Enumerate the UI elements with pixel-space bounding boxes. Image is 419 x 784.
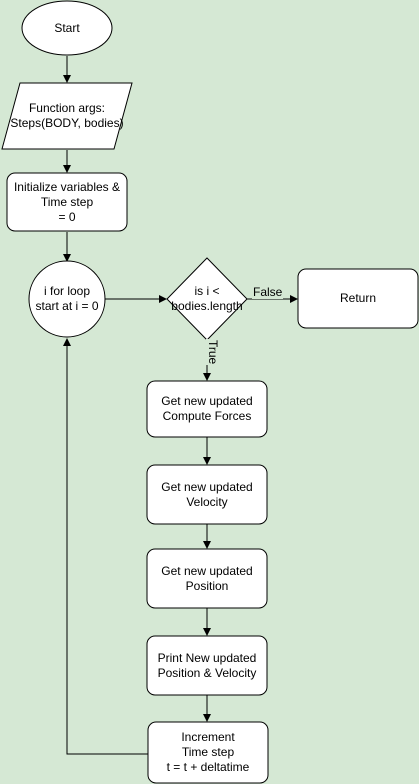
return-node-label: Return <box>339 291 377 305</box>
position-node-label: Get new updated Position <box>161 563 253 593</box>
function-args-node-shape <box>1 82 133 150</box>
loop-node-label: i for loop start at i = 0 <box>35 284 99 313</box>
loop-node-shape <box>28 260 106 338</box>
print-node-shape <box>146 635 268 696</box>
increment-node-label: Increment Time step t = t + deltatime <box>166 730 250 774</box>
return-node-shape <box>297 268 419 329</box>
true-edge-label: True <box>206 339 220 366</box>
forces-node-shape <box>146 380 268 438</box>
print-node-label: Print New updated Position & Velocity <box>157 650 257 680</box>
function-args-node-label: Function args: Steps(BODY, bodies) <box>10 101 124 130</box>
velocity-node-label: Get new updated Velocity <box>161 479 253 509</box>
position-node-shape <box>146 548 268 609</box>
velocity-node-shape <box>146 464 268 525</box>
forces-node-label: Get new updated Compute Forces <box>161 394 253 423</box>
start-node-shape <box>21 0 113 56</box>
edge-increment-to-loop <box>63 338 148 755</box>
condition-node-label: is i < bodies.length <box>171 284 243 313</box>
init-node-shape <box>6 172 128 232</box>
increment-node-shape <box>147 721 269 784</box>
false-edge-label: False <box>252 285 284 299</box>
init-node-label: Initialize variables & Time step = 0 <box>13 179 121 224</box>
start-node-label: Start <box>54 20 80 35</box>
